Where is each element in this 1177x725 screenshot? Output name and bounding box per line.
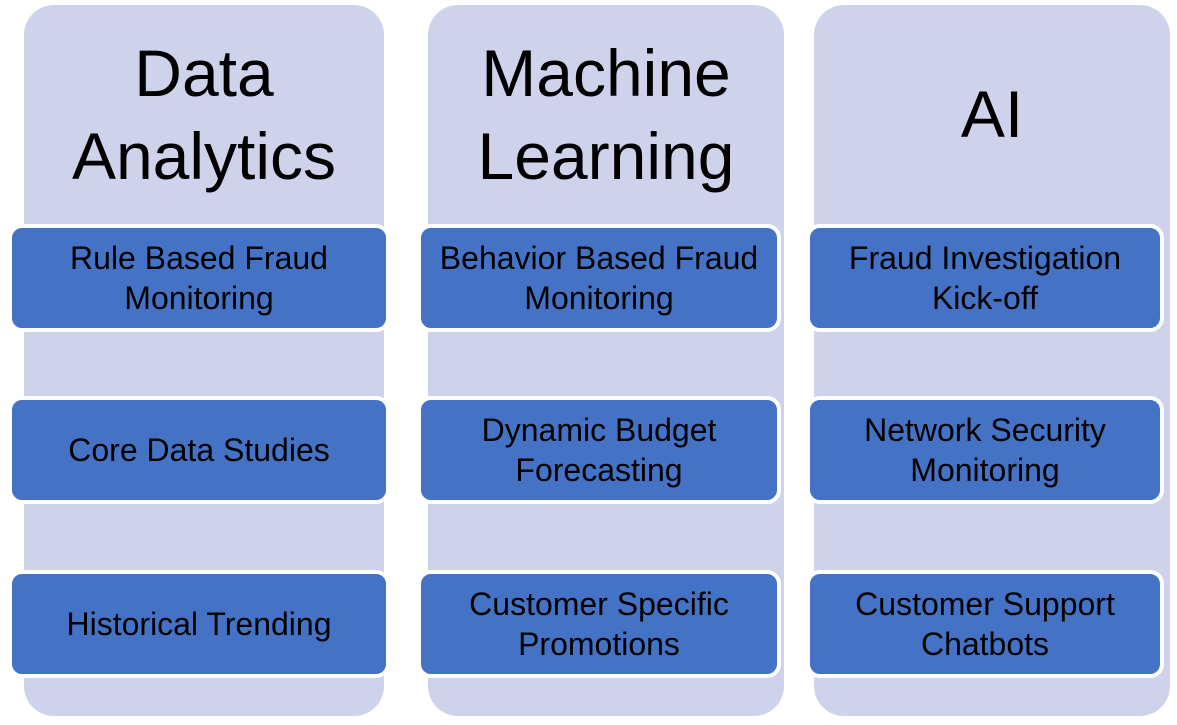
- column-title: AI: [960, 77, 1024, 152]
- item-behavior-based-fraud-monitoring: Behavior Based Fraud Monitoring: [417, 224, 781, 332]
- item-historical-trending: Historical Trending: [8, 570, 390, 678]
- column-title: Data Analytics: [71, 36, 337, 193]
- item-fraud-investigation-kick-off: Fraud Investigation Kick-off: [806, 224, 1164, 332]
- column-title: Machine Learning: [477, 36, 735, 193]
- item-customer-support-chatbots: Customer Support Chatbots: [806, 570, 1164, 678]
- item-customer-specific-promotions: Customer Specific Promotions: [417, 570, 781, 678]
- item-rule-based-fraud-monitoring: Rule Based Fraud Monitoring: [8, 224, 390, 332]
- item-network-security-monitoring: Network Security Monitoring: [806, 396, 1164, 504]
- item-core-data-studies: Core Data Studies: [8, 396, 390, 504]
- item-dynamic-budget-forecasting: Dynamic Budget Forecasting: [417, 396, 781, 504]
